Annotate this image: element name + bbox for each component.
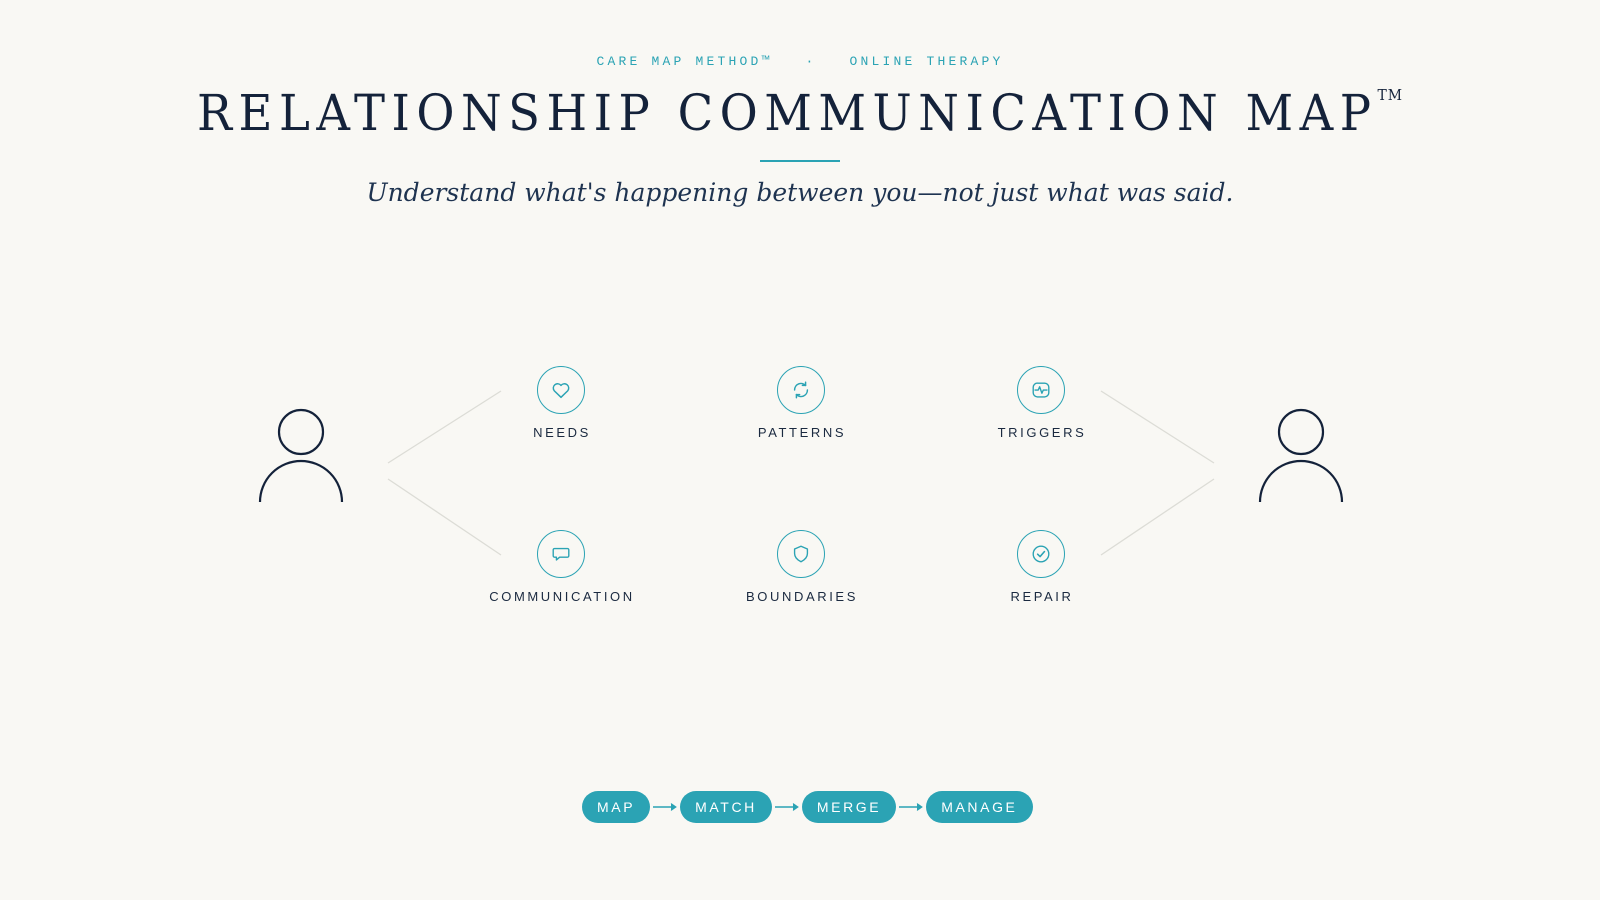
node-label: COMMUNICATION [489,589,635,604]
arrow-right-icon [774,803,799,811]
connector-line [1100,478,1215,556]
pulse-icon [1032,382,1050,398]
node-label: TRIGGERS [997,425,1087,440]
step-map-pill: MAP [582,791,651,823]
step-manage-pill: MANAGE [926,791,1033,823]
page-title: RELATIONSHIP COMMUNICATION MAPTM [56,84,1544,142]
node-label: BOUNDARIES [746,589,858,604]
step-match-pill: MATCH [680,791,772,823]
page-title-text: RELATIONSHIP COMMUNICATION MAP [197,84,1378,142]
trademark-mark: TM [1377,86,1403,104]
node-icon-circle [777,530,825,578]
check-icon [1032,545,1050,563]
heart-icon [552,383,570,399]
node-icon-circle [537,366,585,414]
node-icon-circle [777,366,825,414]
eyebrow: CARE MAP METHOD™ · ONLINE THERAPY [0,54,1600,69]
person-right-icon [1258,408,1344,503]
node-label: REPAIR [1010,589,1074,604]
process-steps: MAP MATCH MERGE MANAGE [582,791,1033,823]
eyebrow-service: ONLINE THERAPY [849,54,1004,69]
refresh-icon [793,381,809,399]
title-divider [760,160,840,162]
page-subtitle: Understand what's happening between you—… [366,178,1234,207]
node-icon-circle [1017,530,1065,578]
shield-icon [793,545,809,563]
step-merge-pill: MERGE [801,791,897,823]
connector-line [387,390,502,464]
arrow-right-icon [899,803,924,811]
node-label: NEEDS [533,425,591,440]
person-left-icon [258,408,344,503]
speech-bubble-icon [552,547,570,561]
node-icon-circle [1017,366,1065,414]
eyebrow-method: CARE MAP METHOD™ [596,54,773,69]
node-label: PATTERNS [757,425,847,440]
eyebrow-separator: · [805,54,817,69]
connector-line [387,478,502,556]
arrow-right-icon [653,803,678,811]
connector-line [1100,390,1215,464]
node-icon-circle [537,530,585,578]
